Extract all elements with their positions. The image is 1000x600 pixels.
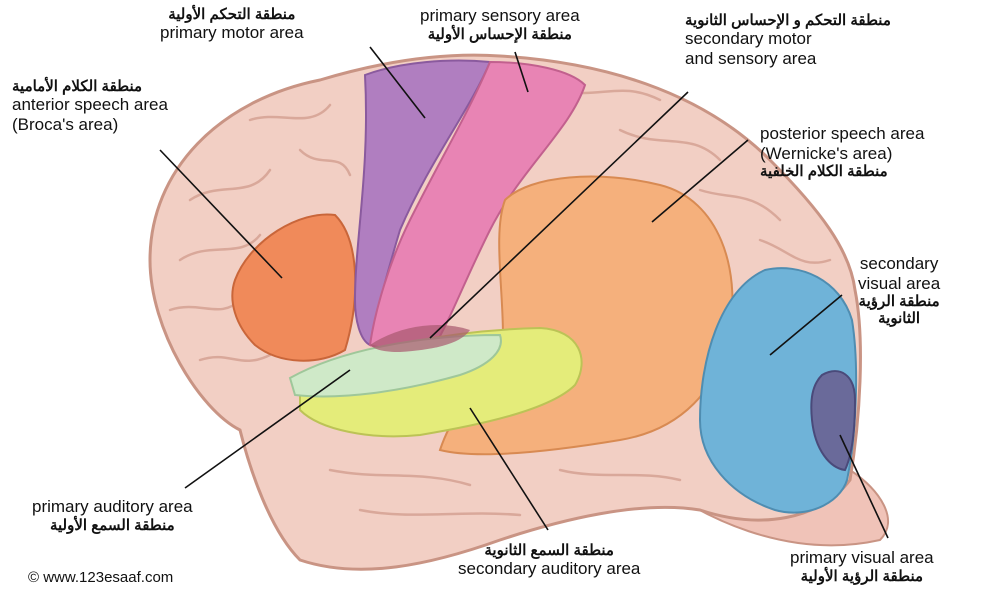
- label-secondary-auditory-ar: منطقة السمع الثانوية: [458, 542, 640, 559]
- label-primary-motor-en: primary motor area: [160, 23, 304, 43]
- label-primary-motor: منطقة التحكم الأولية primary motor area: [160, 6, 304, 43]
- label-posterior-speech-en1: posterior speech area: [760, 124, 924, 144]
- label-primary-visual-ar: منطقة الرؤية الأولية: [790, 568, 934, 585]
- label-primary-sensory-ar: منطقة الإحساس الأولية: [420, 26, 580, 43]
- label-secondary-visual-ar1: منطقة الرؤية: [858, 293, 940, 310]
- label-primary-visual-en: primary visual area: [790, 548, 934, 568]
- label-anterior-speech-ar: منطقة الكلام الأمامية: [12, 78, 168, 95]
- label-primary-auditory: primary auditory area منطقة السمع الأولي…: [32, 497, 193, 534]
- label-posterior-speech-en2: (Wernicke's area): [760, 144, 924, 164]
- label-primary-motor-ar: منطقة التحكم الأولية: [160, 6, 304, 23]
- label-anterior-speech: منطقة الكلام الأمامية anterior speech ar…: [12, 78, 168, 134]
- label-primary-sensory: primary sensory area منطقة الإحساس الأول…: [420, 6, 580, 43]
- label-secondary-motor-sensory-ar: منطقة التحكم و الإحساس الثانوية: [685, 12, 891, 29]
- label-secondary-visual-en1: secondary: [858, 254, 940, 274]
- copyright-credit: © www.123esaaf.com: [28, 569, 173, 586]
- label-primary-sensory-en: primary sensory area: [420, 6, 580, 26]
- label-secondary-visual-ar2: الثانوية: [858, 310, 940, 327]
- label-secondary-motor-sensory-en1: secondary motor: [685, 29, 891, 49]
- label-secondary-visual-en2: visual area: [858, 274, 940, 294]
- label-anterior-speech-en1: anterior speech area: [12, 95, 168, 115]
- label-primary-auditory-ar: منطقة السمع الأولية: [32, 517, 193, 534]
- label-posterior-speech-ar: منطقة الكلام الخلفية: [760, 163, 924, 180]
- label-primary-auditory-en: primary auditory area: [32, 497, 193, 517]
- label-secondary-auditory-en: secondary auditory area: [458, 559, 640, 579]
- label-primary-visual: primary visual area منطقة الرؤية الأولية: [790, 548, 934, 585]
- label-secondary-motor-sensory: منطقة التحكم و الإحساس الثانوية secondar…: [685, 12, 891, 68]
- label-posterior-speech: posterior speech area (Wernicke's area) …: [760, 124, 924, 180]
- label-anterior-speech-en2: (Broca's area): [12, 115, 168, 135]
- label-secondary-visual: secondary visual area منطقة الرؤية الثان…: [858, 254, 940, 328]
- label-secondary-motor-sensory-en2: and sensory area: [685, 49, 891, 69]
- label-secondary-auditory: منطقة السمع الثانوية secondary auditory …: [458, 542, 640, 579]
